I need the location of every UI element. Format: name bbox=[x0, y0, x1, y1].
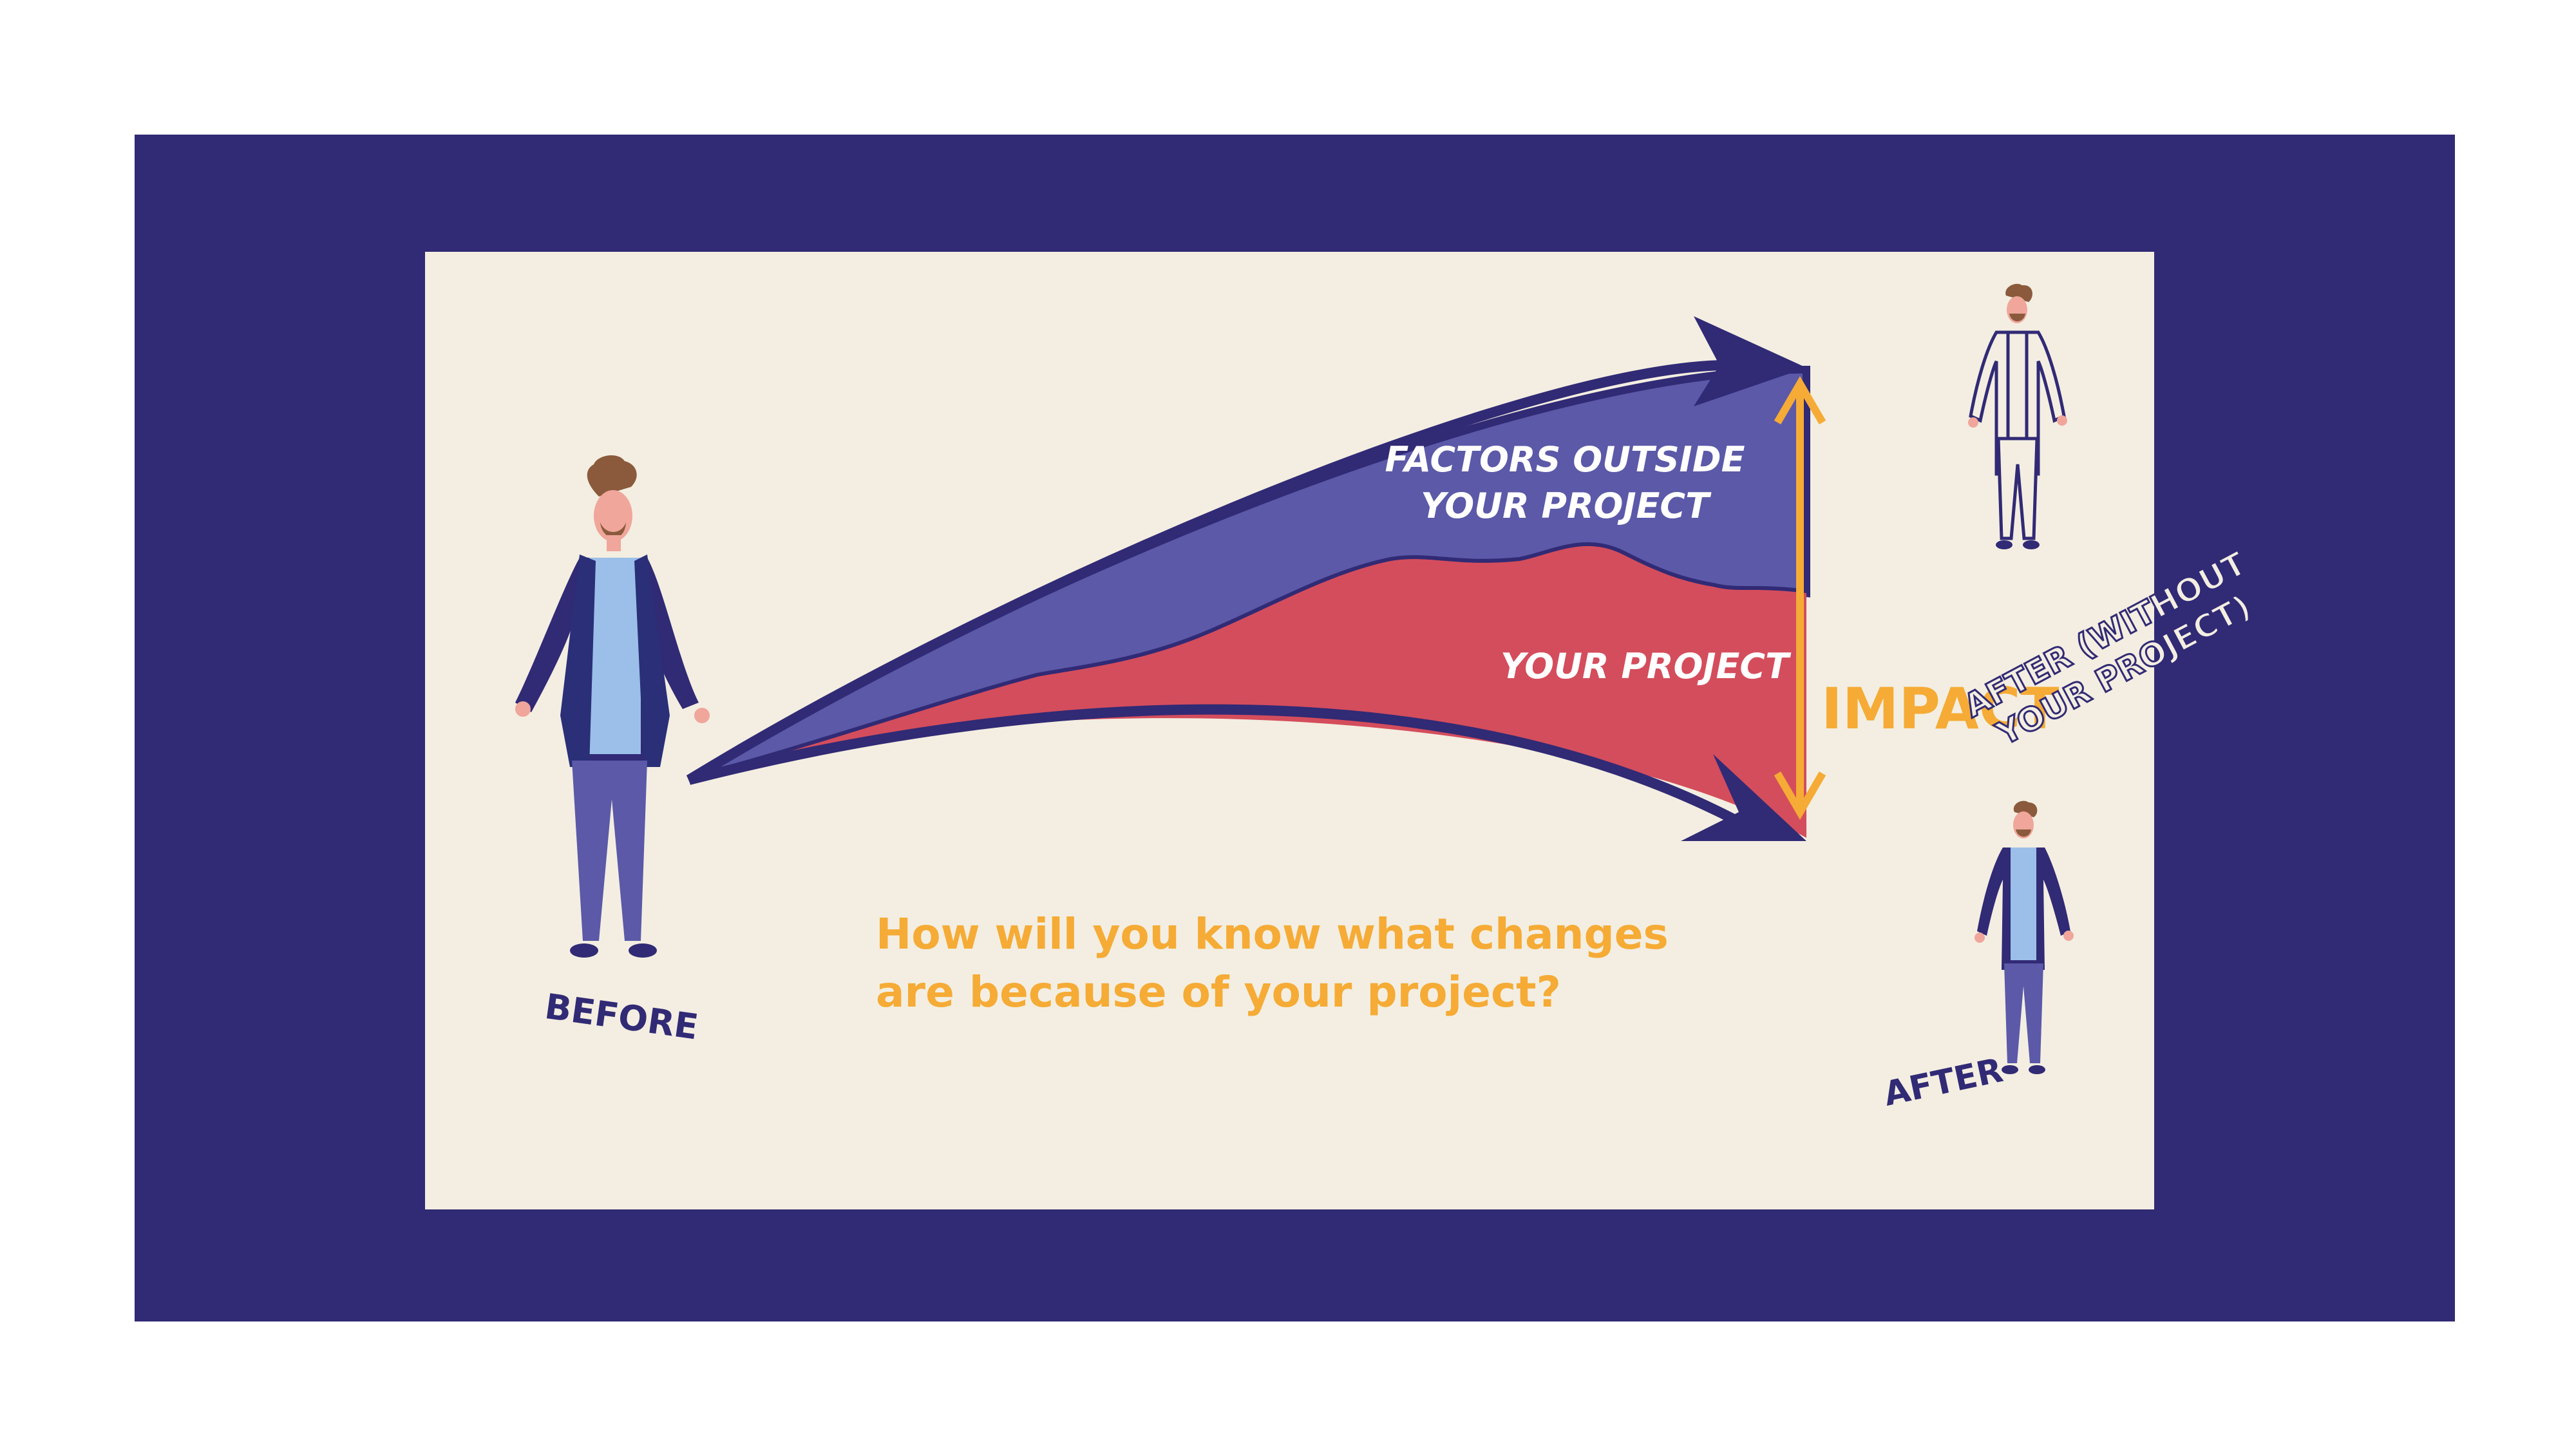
question-text-line1: How will you know what changes bbox=[876, 909, 1669, 959]
your-project-label: YOUR PROJECT bbox=[1501, 646, 1789, 687]
diagram-graphic bbox=[515, 283, 2074, 1074]
question-text: How will you know what changes are becau… bbox=[876, 905, 1669, 1021]
factors-outside-label-line1: FACTORS OUTSIDE bbox=[1385, 439, 1745, 480]
after-without-project-person-illustration bbox=[1968, 283, 2067, 549]
question-text-line2: are because of your project? bbox=[876, 967, 1561, 1017]
upper-trajectory-line bbox=[686, 360, 1727, 784]
lower-trajectory-line bbox=[688, 704, 1735, 824]
factors-outside-label-line2: YOUR PROJECT bbox=[1421, 486, 1709, 526]
before-person-illustration bbox=[515, 455, 710, 958]
lower-arrowhead bbox=[1681, 754, 1806, 841]
impact-arrow bbox=[1774, 376, 1826, 820]
after-person-illustration bbox=[1975, 800, 2074, 1074]
upper-arrowhead bbox=[1694, 316, 1806, 406]
outer-frame: FACTORS OUTSIDE YOUR PROJECT YOUR PROJEC… bbox=[135, 135, 2455, 1321]
diagram-panel: FACTORS OUTSIDE YOUR PROJECT YOUR PROJEC… bbox=[425, 252, 2258, 1209]
impact-label: IMPACT bbox=[1821, 676, 2060, 742]
factors-outside-label: FACTORS OUTSIDE YOUR PROJECT bbox=[1340, 437, 1790, 529]
your-project-band bbox=[689, 546, 1806, 838]
